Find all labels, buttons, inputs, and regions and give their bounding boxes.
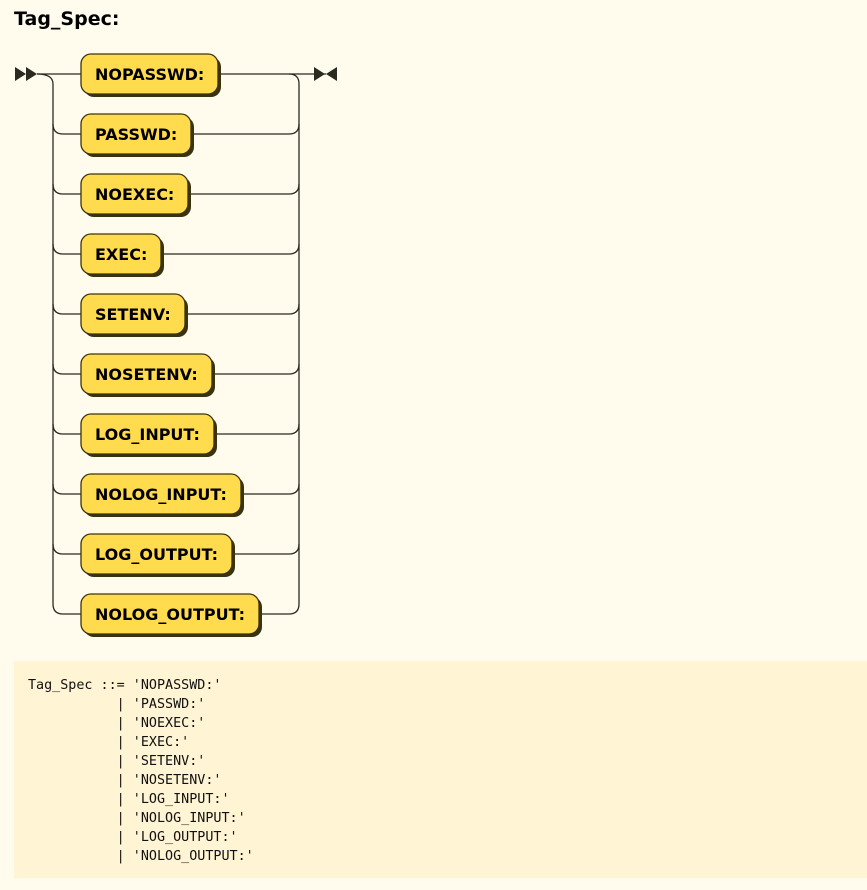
- terminal-noexec: NOEXEC:: [80, 173, 191, 217]
- terminal-loginput: LOG_INPUT:: [80, 413, 217, 457]
- railroad-diagram: NOPASSWD: PASSWD: NOEXEC: EXEC: SETENV: NOSET…: [15, 53, 337, 637]
- branch-out-rail: [241, 483, 300, 495]
- branch-in-rail: [52, 543, 81, 555]
- terminal-label: NOEXEC:: [95, 185, 174, 204]
- branch-out-rail: [259, 603, 300, 615]
- branch-in-rail: [52, 483, 81, 495]
- terminal-group: NOPASSWD: PASSWD: NOEXEC: EXEC: SETENV: NOSET…: [80, 53, 262, 637]
- terminal-label: LOG_INPUT:: [95, 425, 200, 444]
- terminal-label: NOLOG_OUTPUT:: [95, 605, 245, 624]
- terminal-label: NOLOG_INPUT:: [95, 485, 227, 504]
- terminal-exec: EXEC:: [80, 233, 164, 277]
- branch-out-rail: [288, 73, 300, 85]
- terminal-box: [80, 593, 260, 635]
- terminal-setenv: SETENV:: [80, 293, 188, 337]
- start-marker-right: [26, 67, 37, 81]
- terminal-box: [80, 293, 186, 335]
- terminal-nologoutput: NOLOG_OUTPUT:: [80, 593, 262, 637]
- terminal-label: SETENV:: [95, 305, 171, 324]
- terminal-box: [80, 533, 233, 575]
- branch-in-rail: [52, 603, 81, 615]
- terminal-box: [80, 353, 213, 395]
- terminal-box: [80, 413, 215, 455]
- terminal-nopasswd: NOPASSWD:: [80, 53, 221, 97]
- branch-in-rail: [52, 123, 81, 135]
- terminal-box: [80, 113, 192, 155]
- terminal-box: [80, 233, 162, 275]
- terminal-box: [80, 473, 242, 515]
- end-marker-left: [314, 67, 325, 81]
- terminal-label: NOPASSWD:: [95, 65, 204, 84]
- branch-in-rail: [52, 303, 81, 315]
- branch-in-rail: [52, 183, 81, 195]
- branch-out-rail: [188, 183, 300, 195]
- branch-out-rail: [185, 303, 300, 315]
- terminal-label: NOSETENV:: [95, 365, 198, 384]
- terminal-label: LOG_OUTPUT:: [95, 545, 218, 564]
- branch-in-rail: [52, 423, 81, 435]
- branch-out-rail: [232, 543, 300, 555]
- branch-out-rail: [214, 423, 300, 435]
- start-marker-left: [15, 67, 26, 81]
- terminal-logoutput: LOG_OUTPUT:: [80, 533, 235, 577]
- endpoint-markers: [15, 67, 337, 81]
- branch-in-rail: [52, 243, 81, 255]
- branch-out-rail: [161, 243, 300, 255]
- terminal-box: [80, 173, 189, 215]
- terminal-nologinput: NOLOG_INPUT:: [80, 473, 244, 517]
- branch-out-rail: [212, 363, 300, 375]
- terminal-passwd: PASSWD:: [80, 113, 194, 157]
- rule-title: Tag_Spec:: [14, 8, 120, 30]
- branch-in-rail: [52, 363, 81, 375]
- ebnf-grammar: Tag_Spec ::= 'NOPASSWD:' | 'PASSWD:' | '…: [14, 661, 867, 878]
- end-marker-right: [326, 67, 337, 81]
- branch-out-rail: [191, 123, 300, 135]
- rails: [36, 73, 326, 615]
- left-branch-rail: [36, 73, 54, 604]
- terminal-label: EXEC:: [95, 245, 147, 264]
- terminal-box: [80, 53, 219, 95]
- terminal-nosetenv: NOSETENV:: [80, 353, 215, 397]
- terminal-label: PASSWD:: [95, 125, 177, 144]
